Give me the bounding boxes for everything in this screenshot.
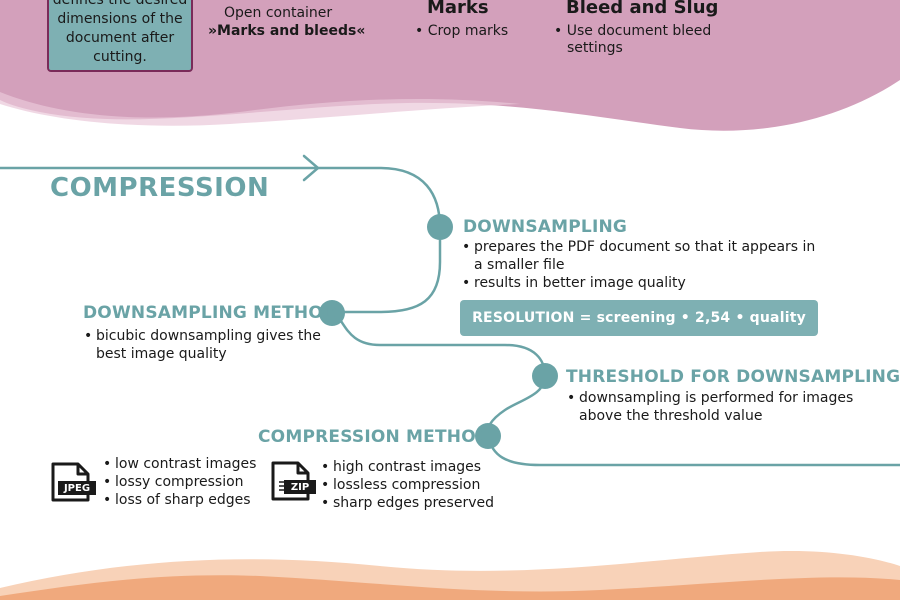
compression-method-title: COMPRESSION METHOD	[258, 427, 491, 447]
threshold-bullets: downsampling is performed for images abo…	[567, 389, 867, 425]
top-pink-band	[0, 0, 900, 131]
node-threshold	[532, 363, 558, 389]
zip-label: ZIP	[290, 482, 310, 493]
zip-bullets: high contrast images lossless compressio…	[321, 458, 501, 512]
node-downsampling-method	[319, 300, 345, 326]
top-pink-band-highlight	[0, 92, 520, 126]
jpeg-bullets: low contrast images lossy compression lo…	[103, 455, 263, 509]
list-item: low contrast images	[103, 455, 263, 473]
list-item: lossless compression	[321, 476, 501, 494]
downsampling-bullets: prepares the PDF document so that it app…	[462, 238, 822, 292]
jpeg-label: JPEG	[63, 483, 91, 494]
downsampling-method-title: DOWNSAMPLING METHOD	[83, 303, 338, 323]
list-item: lossy compression	[103, 473, 263, 491]
bottom-orange-wave	[0, 575, 900, 600]
section-title: COMPRESSION	[50, 173, 270, 203]
marks-item: • Crop marks	[415, 23, 509, 39]
container-instruction: Open container	[224, 5, 333, 21]
marks-heading: Marks	[427, 0, 489, 18]
list-item: downsampling is performed for images abo…	[567, 389, 867, 425]
bleed-item: • Use document bleed	[554, 23, 712, 39]
crop-box-line: document after	[65, 30, 175, 46]
downsampling-method-bullets: bicubic downsampling gives the best imag…	[84, 327, 324, 363]
list-item: loss of sharp edges	[103, 491, 263, 509]
crop-box-line: cutting.	[93, 49, 147, 65]
resolution-formula-box: RESOLUTION = screening • 2,54 • quality …	[460, 300, 818, 362]
threshold-title: THRESHOLD FOR DOWNSAMPLING	[566, 367, 900, 387]
list-item: bicubic downsampling gives the best imag…	[84, 327, 324, 363]
crop-box-line: defines the desired	[52, 0, 188, 8]
bleed-item-continued: settings	[567, 40, 623, 56]
jpeg-file-icon	[51, 462, 96, 502]
list-item: results in better image quality	[462, 274, 822, 292]
zip-file-icon	[271, 461, 316, 501]
crop-box-line: dimensions of the	[57, 11, 183, 27]
flow-arrow-head-icon	[302, 154, 320, 182]
list-item: sharp edges preserved	[321, 494, 501, 512]
list-item: high contrast images	[321, 458, 501, 476]
crop-description-box: defines the desired dimensions of the do…	[47, 0, 193, 72]
list-item: prepares the PDF document so that it app…	[462, 238, 822, 274]
container-name: »Marks and bleeds«	[208, 23, 366, 39]
bleed-heading: Bleed and Slug	[566, 0, 719, 18]
node-compression-method	[475, 423, 501, 449]
node-downsampling	[427, 214, 453, 240]
downsampling-title: DOWNSAMPLING	[463, 217, 628, 237]
